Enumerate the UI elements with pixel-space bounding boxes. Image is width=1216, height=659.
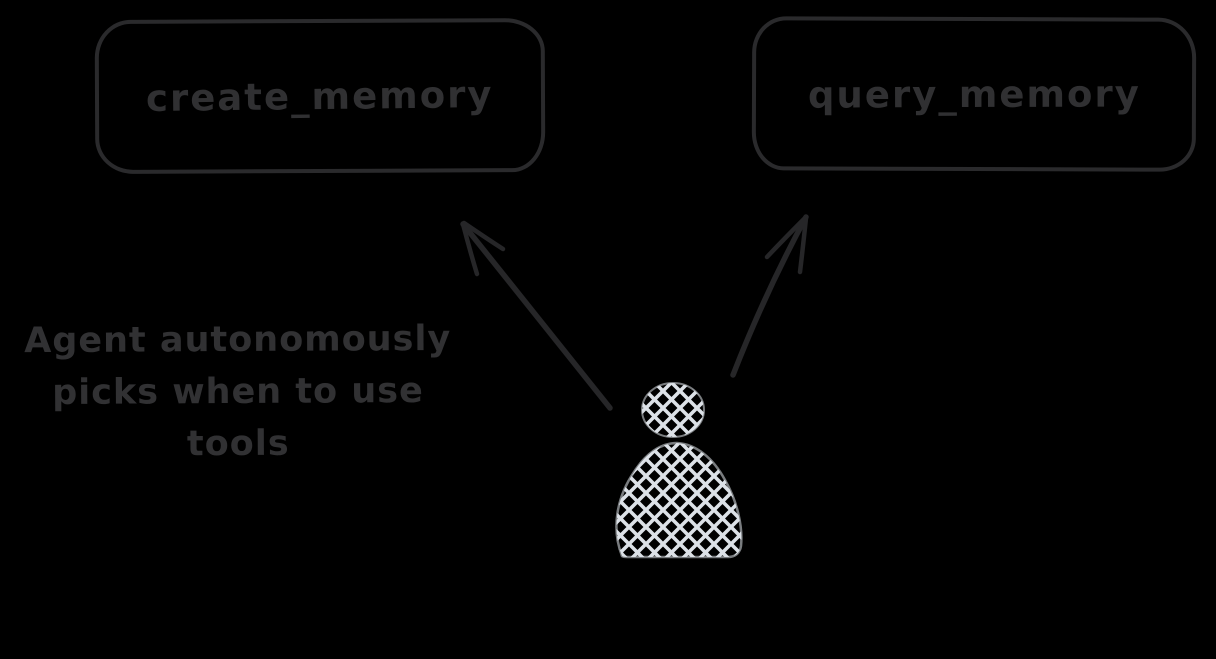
arrow-to-query-memory <box>730 214 809 378</box>
person-icon <box>615 382 743 559</box>
arrow-to-create-memory <box>460 220 613 411</box>
person-body <box>615 441 743 559</box>
person-head <box>641 382 705 438</box>
